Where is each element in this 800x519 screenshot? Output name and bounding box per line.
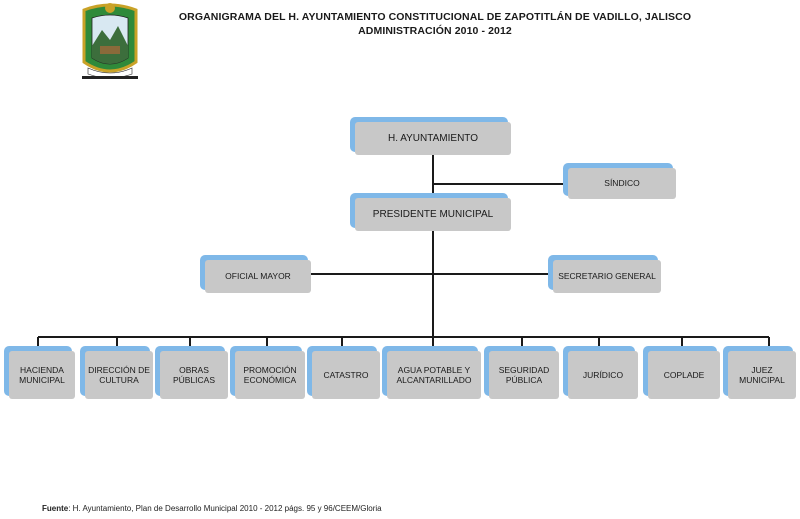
department-label: JURÍDICO (568, 351, 638, 399)
node-oficial-mayor: OFICIAL MAYOR (200, 255, 311, 293)
department-label: COPLADE (648, 351, 720, 399)
source-label: Fuente (42, 504, 69, 513)
chart-title: ORGANIGRAMA DEL H. AYUNTAMIENTO CONSTITU… (150, 10, 720, 38)
department-box: AGUA POTABLE Y ALCANTARILLADO (382, 346, 481, 399)
node-sindico: SÍNDICO (563, 163, 676, 199)
department-box: PROMOCIÓN ECONÓMICA (230, 346, 305, 399)
department-label: DIRECCIÓN DE CULTURA (85, 351, 153, 399)
department-box: DIRECCIÓN DE CULTURA (80, 346, 153, 399)
node-presidente-label: PRESIDENTE MUNICIPAL (355, 198, 511, 231)
node-ayuntamiento: H. AYUNTAMIENTO (350, 117, 511, 155)
department-box: CATASTRO (307, 346, 380, 399)
department-label: JUEZ MUNICIPAL (728, 351, 796, 399)
source-text: : H. Ayuntamiento, Plan de Desarrollo Mu… (68, 504, 382, 513)
node-secretario-general: SECRETARIO GENERAL (548, 255, 661, 293)
municipal-coat-of-arms-icon (82, 3, 138, 79)
department-box: COPLADE (643, 346, 720, 399)
department-label: HACIENDA MUNICIPAL (9, 351, 75, 399)
department-label: AGUA POTABLE Y ALCANTARILLADO (387, 351, 481, 399)
department-box: JUEZ MUNICIPAL (723, 346, 796, 399)
node-ayuntamiento-label: H. AYUNTAMIENTO (355, 122, 511, 155)
source-note: Fuente: H. Ayuntamiento, Plan de Desarro… (42, 504, 382, 513)
department-box: HACIENDA MUNICIPAL (4, 346, 75, 399)
chart-title-line2: ADMINISTRACIÓN 2010 - 2012 (358, 25, 512, 37)
department-box: JURÍDICO (563, 346, 638, 399)
department-label: CATASTRO (312, 351, 380, 399)
department-label: PROMOCIÓN ECONÓMICA (235, 351, 305, 399)
department-box: SEGURIDAD PÚBLICA (484, 346, 559, 399)
node-secretario-general-label: SECRETARIO GENERAL (553, 260, 661, 293)
department-box: OBRAS PÚBLICAS (155, 346, 228, 399)
node-sindico-label: SÍNDICO (568, 168, 676, 199)
department-label: OBRAS PÚBLICAS (160, 351, 228, 399)
chart-title-line1: ORGANIGRAMA DEL H. AYUNTAMIENTO CONSTITU… (178, 11, 692, 23)
node-presidente: PRESIDENTE MUNICIPAL (350, 193, 511, 231)
node-oficial-mayor-label: OFICIAL MAYOR (205, 260, 311, 293)
department-label: SEGURIDAD PÚBLICA (489, 351, 559, 399)
